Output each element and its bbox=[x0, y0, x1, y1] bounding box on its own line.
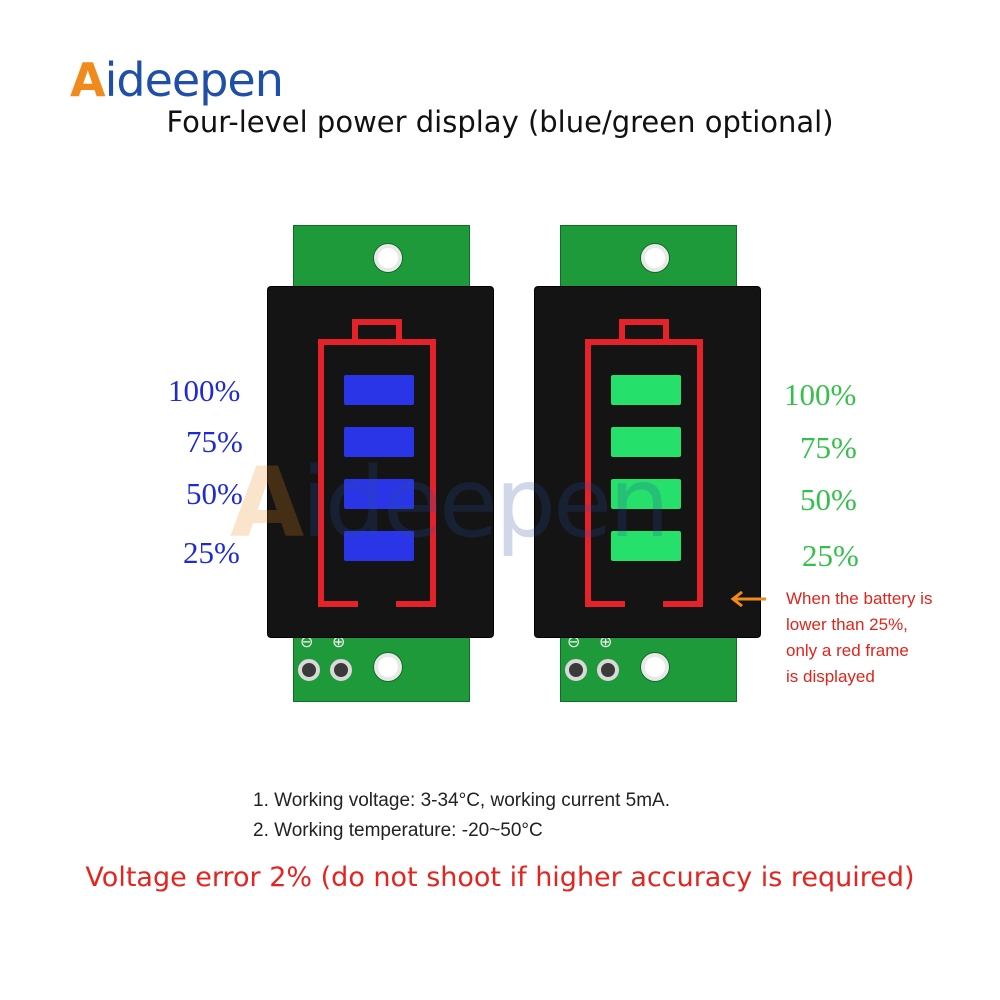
positive-terminal-icon: ⊕ bbox=[332, 632, 346, 651]
battery-cap bbox=[619, 319, 669, 339]
note-line: is displayed bbox=[786, 667, 875, 686]
pcb-bottom-tab: ⊖ ⊕ bbox=[293, 630, 470, 702]
note-line: When the battery is bbox=[786, 589, 933, 608]
level-bar-100 bbox=[344, 375, 414, 405]
note-line: only a red frame bbox=[786, 641, 909, 660]
blue-battery-module: ⊖ ⊕ bbox=[268, 225, 548, 702]
battery-frame-icon bbox=[318, 319, 436, 609]
brand-logo: Aideepen bbox=[70, 52, 320, 108]
accuracy-warning: Voltage error 2% (do not shoot if higher… bbox=[85, 862, 915, 893]
level-bar-25 bbox=[344, 531, 414, 561]
headline: Four-level power display (blue/green opt… bbox=[166, 105, 834, 139]
lcd-screen bbox=[535, 287, 760, 637]
negative-terminal-icon: ⊖ bbox=[300, 632, 314, 651]
green-battery-module: ⊖ ⊕ bbox=[535, 225, 815, 702]
negative-terminal-icon: ⊖ bbox=[567, 632, 581, 651]
level-bar-75 bbox=[611, 427, 681, 457]
spec-item-voltage: 1. Working voltage: 3-34°C, working curr… bbox=[253, 790, 670, 811]
blue-level-label-100: 100% bbox=[168, 373, 241, 408]
level-bar-75 bbox=[344, 427, 414, 457]
logo-initial: A bbox=[70, 53, 106, 107]
green-level-label-75: 75% bbox=[800, 430, 857, 465]
pcb-bottom-tab: ⊖ ⊕ bbox=[560, 630, 737, 702]
green-level-label-100: 100% bbox=[784, 377, 857, 412]
level-bar-25 bbox=[611, 531, 681, 561]
positive-terminal-icon: ⊕ bbox=[599, 632, 613, 651]
level-bar-50 bbox=[344, 479, 414, 509]
level-bar-100 bbox=[611, 375, 681, 405]
mounting-hole bbox=[641, 653, 669, 681]
mounting-hole bbox=[374, 653, 402, 681]
pcb-top-tab bbox=[560, 225, 737, 297]
spec-item-temperature: 2. Working temperature: -20~50°C bbox=[253, 820, 543, 841]
pcb-top-tab bbox=[293, 225, 470, 297]
spec-list: 1. Working voltage: 3-34°C, working curr… bbox=[253, 786, 893, 846]
solder-pad-negative bbox=[565, 659, 587, 681]
solder-pad-positive bbox=[330, 659, 352, 681]
blue-level-label-75: 75% bbox=[186, 424, 243, 459]
battery-frame-icon bbox=[585, 319, 703, 609]
low-battery-note: When the battery is lower than 25%, only… bbox=[786, 586, 986, 690]
mounting-hole bbox=[374, 244, 402, 272]
blue-level-label-50: 50% bbox=[186, 476, 243, 511]
note-line: lower than 25%, bbox=[786, 615, 908, 634]
logo-text: ideepen bbox=[104, 53, 284, 107]
mounting-hole bbox=[641, 244, 669, 272]
solder-pad-negative bbox=[298, 659, 320, 681]
level-bar-50 bbox=[611, 479, 681, 509]
arrow-left-icon bbox=[730, 591, 766, 607]
lcd-screen bbox=[268, 287, 493, 637]
green-level-label-25: 25% bbox=[802, 538, 859, 573]
solder-pad-positive bbox=[597, 659, 619, 681]
green-level-label-50: 50% bbox=[800, 482, 857, 517]
battery-gap bbox=[625, 599, 663, 609]
battery-cap bbox=[352, 319, 402, 339]
blue-level-label-25: 25% bbox=[183, 535, 240, 570]
battery-gap bbox=[358, 599, 396, 609]
